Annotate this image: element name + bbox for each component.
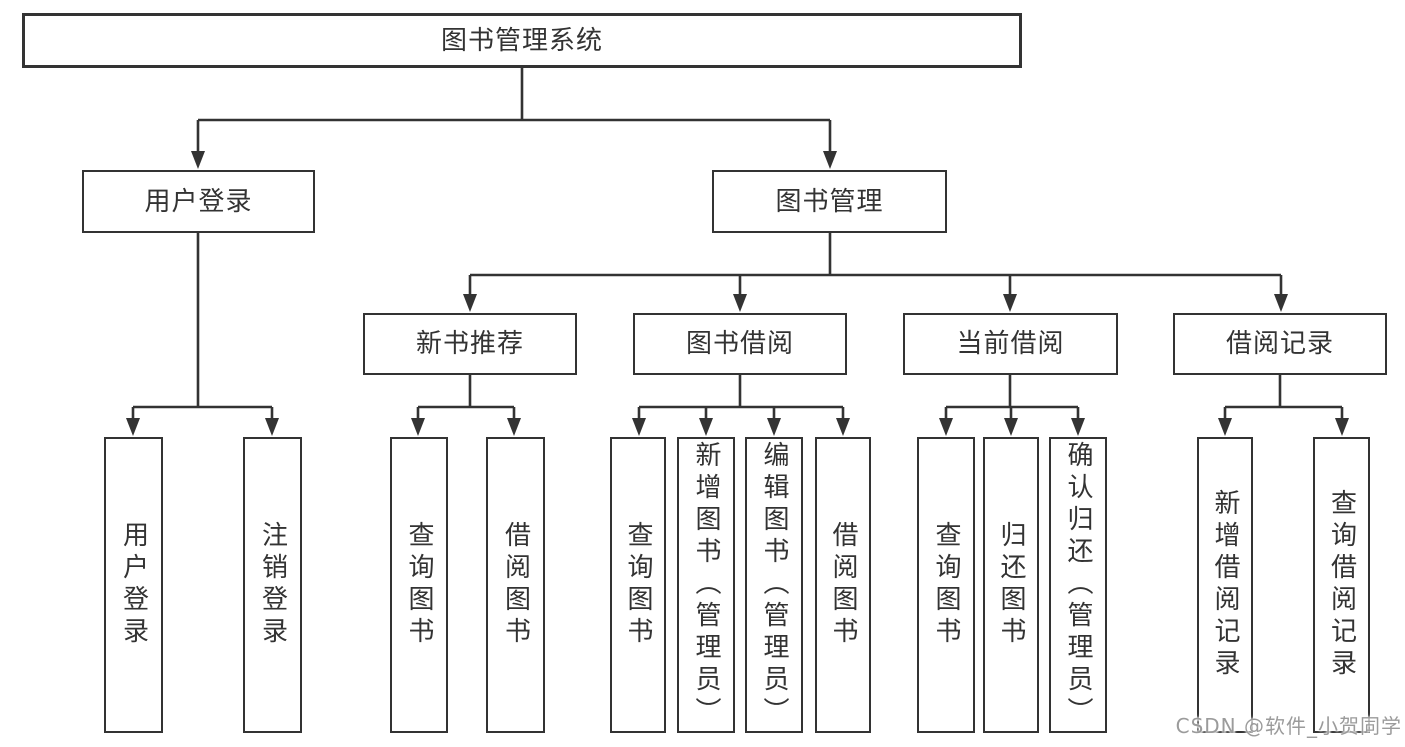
leaf-query-books-borrowing: 查询图书: [610, 437, 666, 733]
leaf-logout: 注销登录: [243, 437, 302, 733]
watermark: CSDN @软件_小贺同学: [1175, 714, 1402, 738]
leaf-add-borrow-record: 新增借阅记录: [1197, 437, 1253, 733]
leaf-return-books: 归还图书: [983, 437, 1039, 733]
node-label: 归还图书: [996, 521, 1026, 649]
leaf-query-borrow-record: 查询借阅记录: [1313, 437, 1370, 733]
node-label: 图书借阅: [685, 329, 794, 359]
node-label: 查询图书: [623, 521, 653, 649]
node-label: 查询借阅记录: [1326, 489, 1357, 681]
node-book-borrowing: 图书借阅: [633, 313, 847, 375]
leaf-borrow-books-recommend: 借阅图书: [486, 437, 545, 733]
node-label: 确认归还（管理员）: [1063, 441, 1093, 729]
leaf-edit-books-admin: 编辑图书（管理员）: [745, 437, 803, 733]
node-label: 查询图书: [404, 521, 434, 649]
leaf-add-books-admin: 新增图书（管理员）: [677, 437, 735, 733]
node-label: 编辑图书（管理员）: [759, 441, 789, 729]
node-root: 图书管理系统: [22, 13, 1022, 68]
node-label: 图书管理: [775, 186, 884, 217]
node-label: 借阅图书: [500, 521, 531, 649]
node-label: 用户登录: [118, 521, 149, 649]
node-label: 借阅记录: [1225, 329, 1334, 359]
leaf-user-login: 用户登录: [104, 437, 163, 733]
node-borrowing-records: 借阅记录: [1173, 313, 1387, 375]
leaf-query-books-recommend: 查询图书: [390, 437, 448, 733]
node-label: 用户登录: [144, 186, 253, 217]
node-label: 图书管理系统: [440, 25, 603, 56]
leaf-confirm-return-admin: 确认归还（管理员）: [1049, 437, 1107, 733]
node-label: 借阅图书: [828, 521, 858, 649]
node-label: 新增借阅记录: [1210, 489, 1240, 681]
node-label: 新增图书（管理员）: [691, 441, 721, 729]
node-user-login: 用户登录: [82, 170, 315, 233]
node-label: 查询图书: [931, 521, 961, 649]
node-label: 新书推荐: [415, 329, 524, 359]
node-new-book-recommendation: 新书推荐: [363, 313, 577, 375]
leaf-query-books-current: 查询图书: [917, 437, 975, 733]
leaf-borrow-books: 借阅图书: [815, 437, 871, 733]
node-current-borrowing: 当前借阅: [903, 313, 1118, 375]
node-book-management: 图书管理: [712, 170, 947, 233]
node-label: 注销登录: [257, 521, 288, 649]
arrowheads: [126, 151, 1349, 436]
node-label: 当前借阅: [956, 329, 1065, 359]
